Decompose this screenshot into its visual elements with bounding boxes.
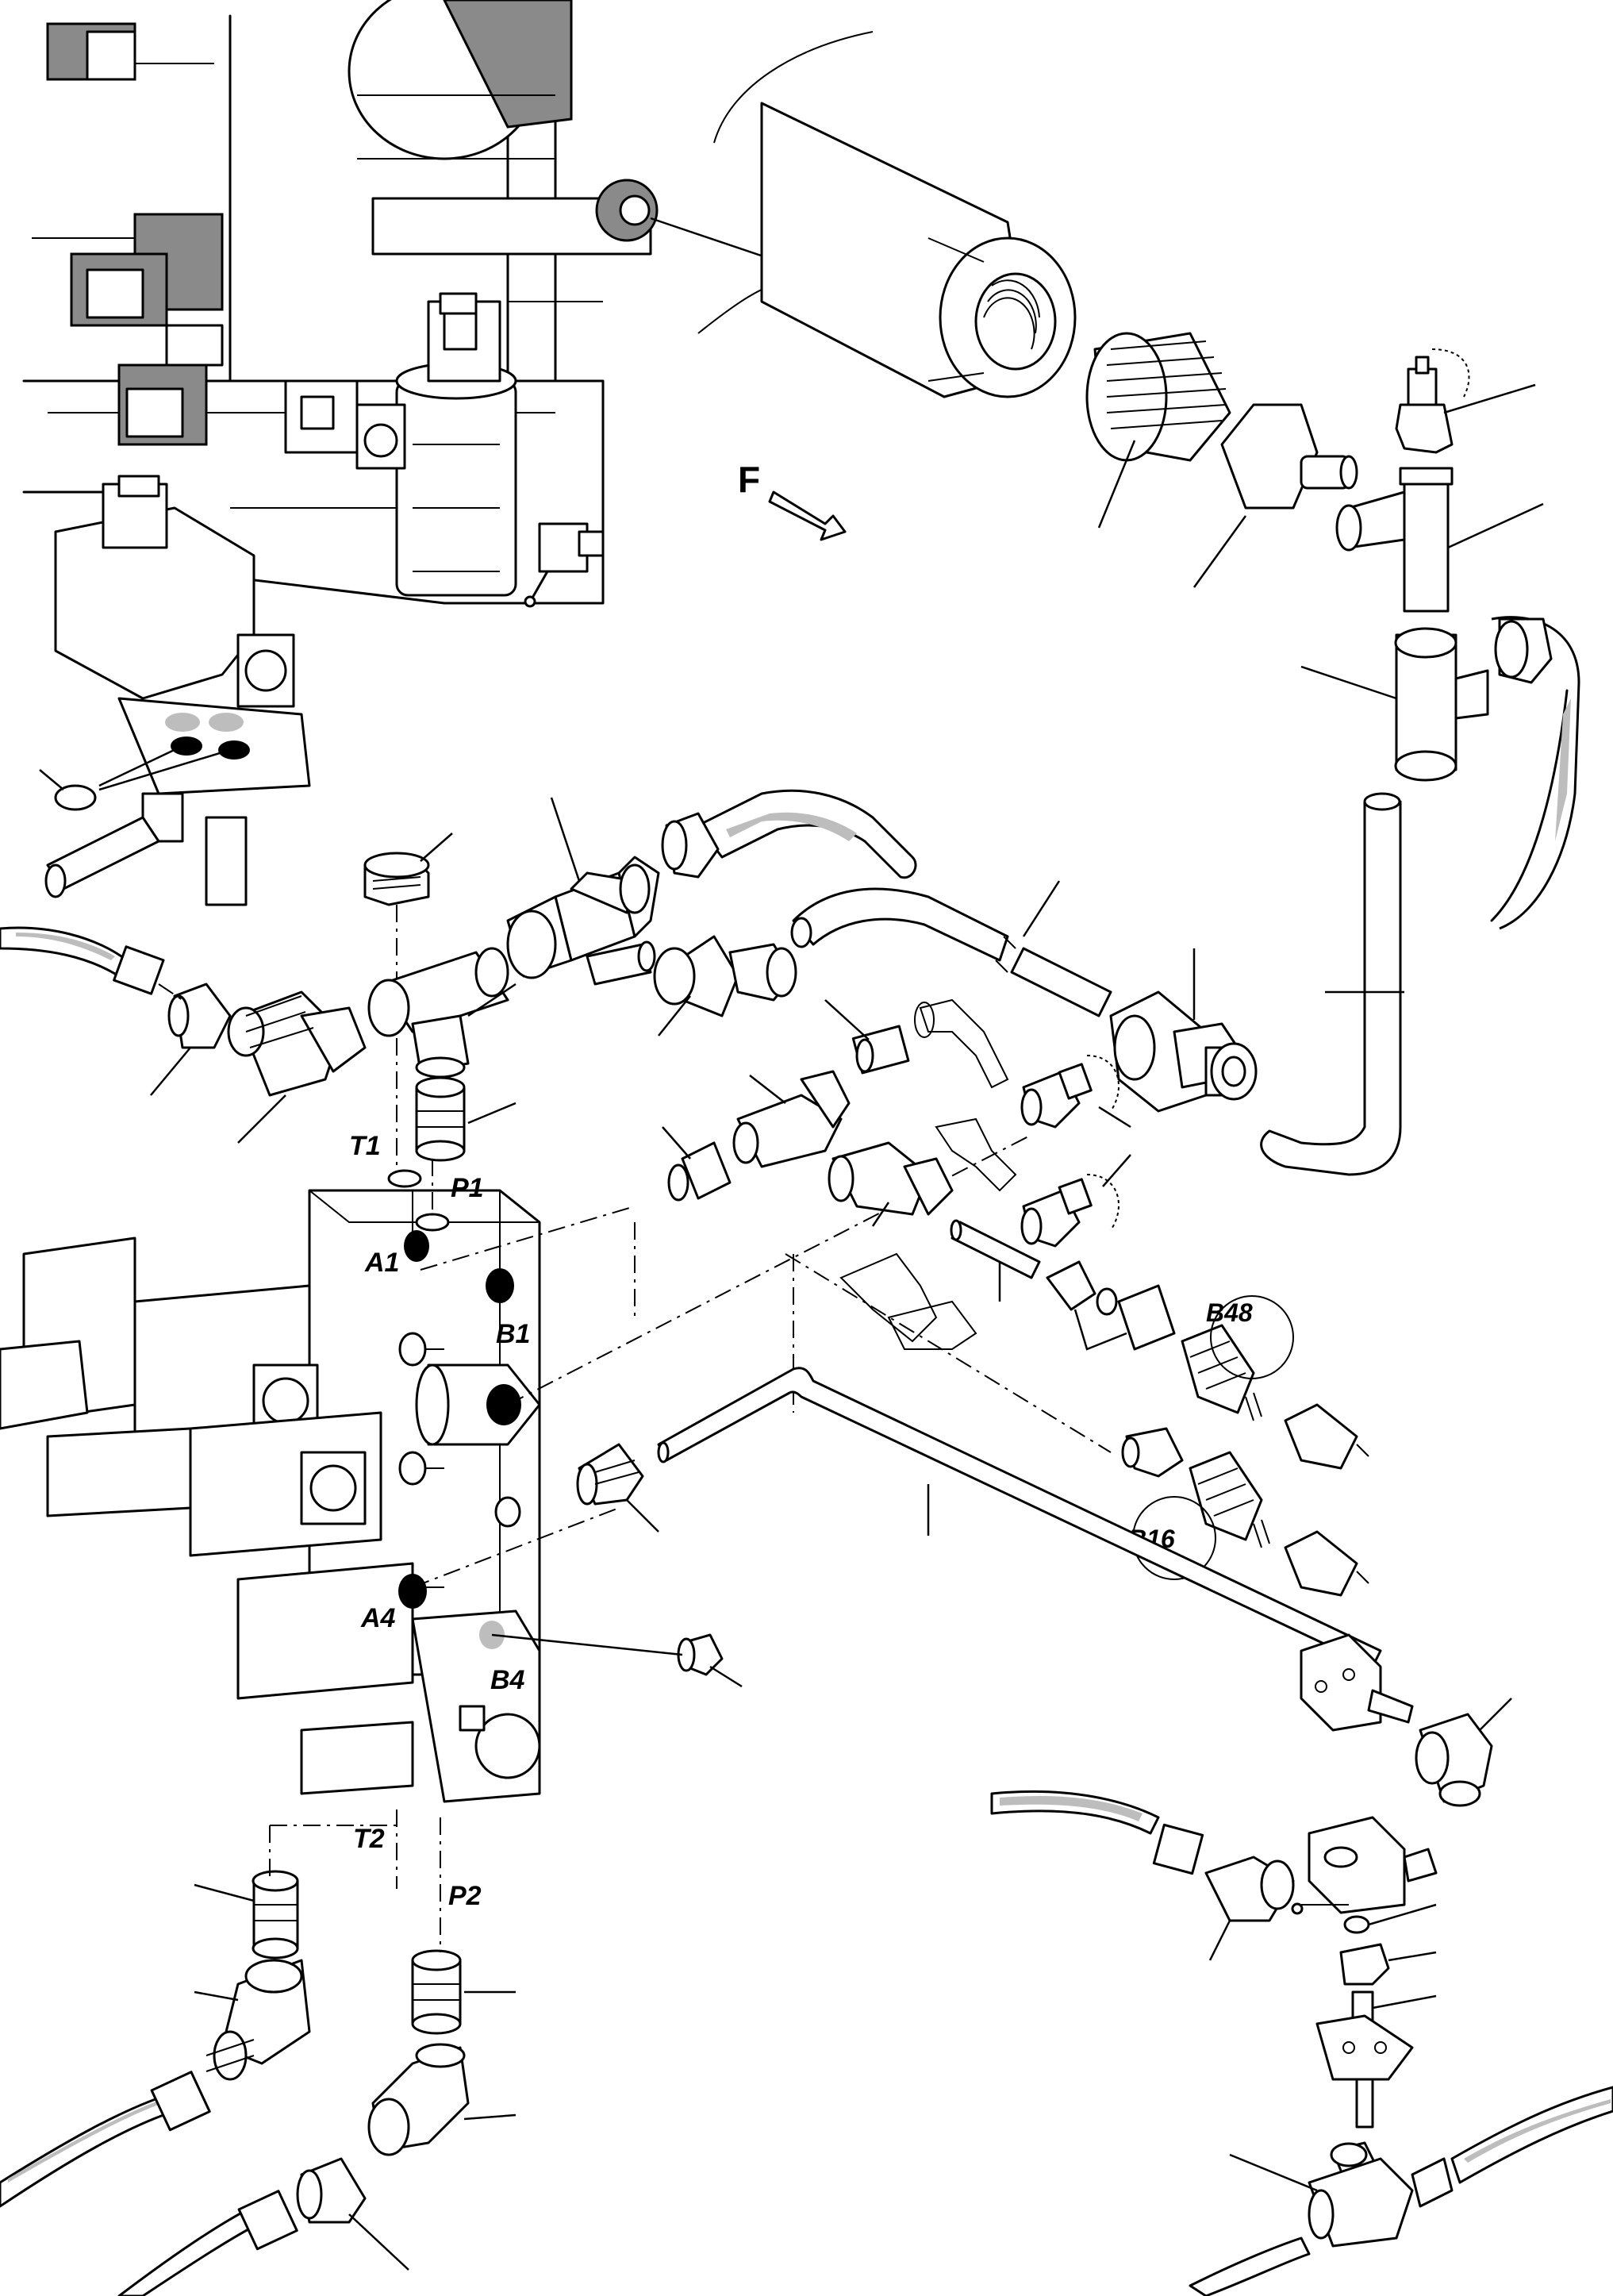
adapter-mid-lower <box>576 1443 659 1533</box>
hose-left <box>0 926 183 1001</box>
small-solenoid-valve <box>284 379 406 470</box>
plug-top <box>363 833 453 1183</box>
tee-fitting-right <box>1300 627 1489 782</box>
shaded-hose-fittings-mid <box>839 998 1017 1350</box>
short-straight-tube <box>950 1219 1041 1302</box>
machine-frame-assembly <box>22 0 659 608</box>
pipe-clamp-block <box>1300 1633 1414 1732</box>
b48-connector-assembly: B48 <box>1046 1260 1369 1470</box>
lower-right-assembly <box>990 1790 1613 2296</box>
port-label-a4: A4 <box>360 1603 396 1633</box>
elbow-fitting-center <box>653 935 797 1036</box>
b16-connector-assembly: B16 <box>1121 1427 1369 1597</box>
port-labels: T1 P1 A1 B1 A4 B4 T2 P2 <box>349 1131 530 1911</box>
port-label-p1: P1 <box>451 1173 484 1203</box>
test-coupling-top-right <box>1395 348 1536 454</box>
elbow-fitting-left <box>227 990 367 1144</box>
threaded-sleeve <box>697 31 1077 398</box>
port-label-t1: T1 <box>349 1131 381 1161</box>
top-left-solenoid-block <box>46 22 224 446</box>
port-label-b4: B4 <box>490 1665 525 1695</box>
tee-fitting-center <box>506 797 660 986</box>
orientation-letter: F <box>738 459 760 500</box>
fittings-cluster-mid <box>662 999 954 1227</box>
quick-coupler-mid-upper <box>1020 1055 1131 1129</box>
connection-line-mid <box>634 1222 794 1413</box>
j-bend-pipe <box>1260 792 1404 1176</box>
tee-fitting-top-right <box>1335 467 1544 613</box>
valve-manifold-block <box>0 1189 541 1803</box>
connection-line-b1 <box>507 1134 1032 1406</box>
small-right-block <box>524 522 605 608</box>
tee-fitting-left <box>367 947 517 1079</box>
connection-line-a4 <box>412 1507 620 1588</box>
port-label-t2: T2 <box>353 1824 385 1854</box>
elbow-right-lower <box>1415 1698 1512 1807</box>
plug-b4 <box>491 1633 743 1688</box>
threaded-adapter <box>1085 332 1231 529</box>
port-label-p2: P2 <box>448 1881 482 1911</box>
adapter-left <box>150 983 232 1096</box>
b48-label: B48 <box>1206 1298 1253 1327</box>
bulkhead-union <box>1109 948 1258 1113</box>
lower-left-fittings <box>0 1809 517 2296</box>
bent-tube-with-break <box>790 880 1112 1017</box>
connection-line-b16 <box>785 1253 1112 1453</box>
port-label-a1: A1 <box>364 1248 399 1278</box>
hose-top-right <box>1490 616 1580 930</box>
adapter-p1 <box>387 1076 517 1232</box>
hose-center <box>661 789 917 879</box>
hex-reducer <box>1192 403 1358 588</box>
solenoid-valve-upper-left <box>39 475 311 906</box>
long-bent-pipe <box>657 1367 1382 1668</box>
quick-coupler-mid-lower <box>1020 1154 1131 1248</box>
port-label-b1: B1 <box>496 1319 530 1349</box>
connection-line-a1 <box>420 1206 636 1271</box>
orientation-marker: F <box>738 459 847 541</box>
